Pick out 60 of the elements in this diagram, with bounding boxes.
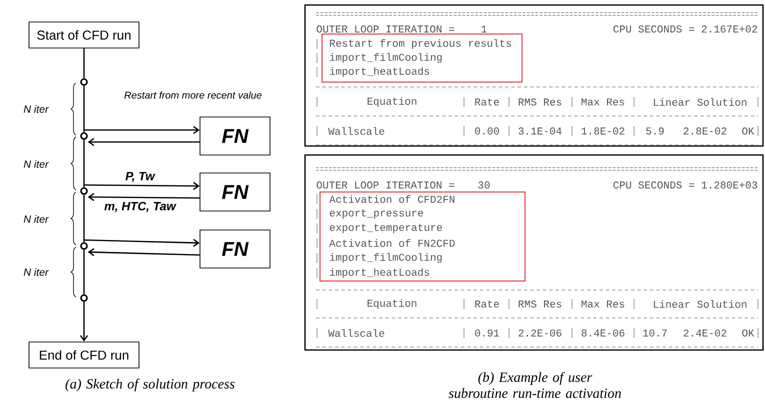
terminal-box: Start of CFD run <box>28 22 140 48</box>
process-box: FN <box>200 230 270 268</box>
table-cell: OK <box>742 329 754 337</box>
iteration-label: N iter <box>24 105 49 113</box>
iteration-label: N iter <box>24 215 49 223</box>
arrow <box>80 302 88 342</box>
console-text: import_filmCooling <box>330 53 442 63</box>
process-box: FN <box>200 116 270 156</box>
table-header: Max Res <box>582 98 624 106</box>
console-text: export_pressure <box>330 209 423 219</box>
console-text: OUTER LOOP ITERATION = <box>316 25 454 33</box>
iteration-label: N iter <box>24 268 49 276</box>
table-header: Linear Solution <box>654 98 746 106</box>
arrow <box>88 248 200 256</box>
arrow <box>88 193 200 202</box>
console-text: 30 <box>478 181 490 189</box>
table-header: RMS Res <box>518 300 562 308</box>
console-text: export_temperature <box>330 224 442 234</box>
terminal-box: End of CFD run <box>28 342 140 368</box>
console-text: CPU SECONDS = 1.280E+03 <box>613 181 758 189</box>
arrow <box>84 182 200 190</box>
console-text: CPU SECONDS = 2.167E+02 <box>613 25 758 33</box>
table-cell: Wallscale <box>328 329 384 337</box>
table-header: Rate <box>475 300 499 308</box>
table-cell: 0.00 <box>475 127 499 135</box>
console-text: import_filmCooling <box>330 253 442 263</box>
console-text: 1 <box>482 26 487 32</box>
table-cell: 8.4E-06 <box>582 329 624 337</box>
table-header: RMS Res <box>518 98 562 106</box>
arrow <box>84 126 200 134</box>
console-text: Restart from previous results <box>330 39 512 49</box>
iteration-label: N iter <box>24 160 49 168</box>
annotation: Restart from more recent value <box>124 91 262 99</box>
console-text: import_heatLoads <box>330 268 430 278</box>
arrow <box>88 138 200 146</box>
table-header: Equation <box>368 97 416 107</box>
caption: (a) Sketch of solution process <box>66 378 234 392</box>
table-header: Linear Solution <box>654 300 746 308</box>
table-header: Rate <box>475 98 499 106</box>
table-cell: Wallscale <box>328 127 384 135</box>
arrow <box>84 238 200 247</box>
table-cell: 2.4E-02 <box>684 329 726 337</box>
table-cell: 5.9 <box>646 127 664 135</box>
edge-label: P, Tw <box>126 172 156 182</box>
console-text: OUTER LOOP ITERATION = <box>316 181 454 189</box>
table-cell: OK <box>742 127 754 135</box>
console-text: Activation of CFD2FN <box>329 195 454 203</box>
caption: (b) Example of user subroutine run-time activation <box>448 372 621 398</box>
edge-label: m, HTC, Taw <box>104 202 176 212</box>
table-cell: 3.1E-04 <box>518 127 562 135</box>
console-text: import_heatLoads <box>330 67 430 77</box>
table-cell: 0.91 <box>475 329 500 337</box>
table-cell: 1.8E-02 <box>582 127 624 135</box>
process-box: FN <box>200 172 270 212</box>
table-cell: 2.2E-06 <box>518 329 562 337</box>
console-text: Activation of FN2CFD <box>329 239 455 247</box>
table-header: Equation <box>368 299 416 309</box>
table-header: Max Res <box>582 300 624 308</box>
table-cell: 2.8E-02 <box>684 127 726 135</box>
table-cell: 10.7 <box>643 329 667 337</box>
